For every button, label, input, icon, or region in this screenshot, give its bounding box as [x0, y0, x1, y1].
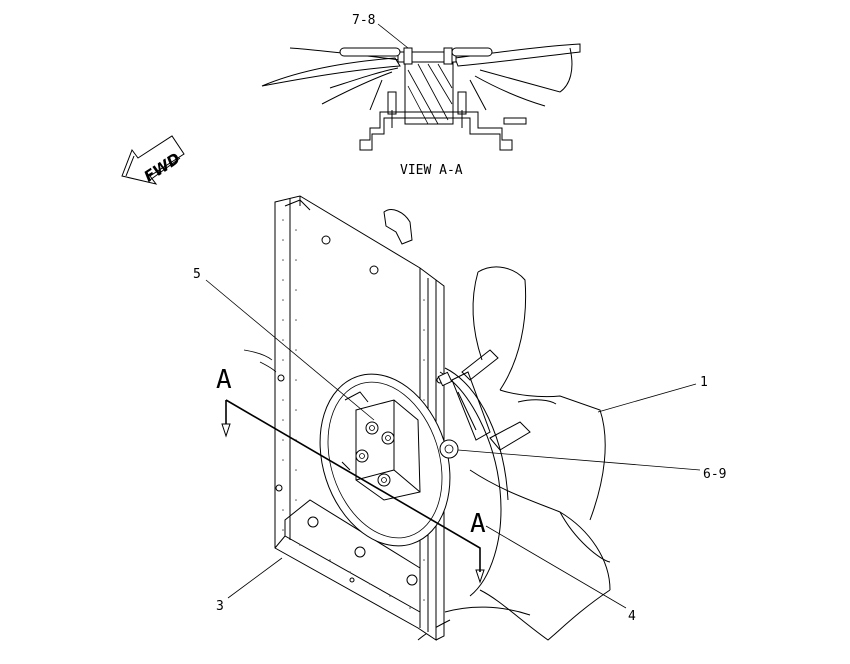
callout-7-8: 7-8 — [352, 13, 375, 28]
fwd-arrow-icon: FWD — [121, 135, 185, 186]
fan-blades — [417, 266, 611, 641]
callout-5: 5 — [193, 267, 201, 282]
callout-3: 3 — [216, 599, 224, 614]
callout-leaders — [205, 279, 701, 609]
view-title: VIEW A-A — [400, 163, 463, 178]
callout-1: 1 — [700, 375, 708, 390]
section-mark-left: A — [216, 365, 232, 395]
callout-6-9: 6-9 — [703, 467, 726, 482]
fwd-label: FWD — [141, 149, 184, 185]
fan-hub-assembly — [319, 367, 509, 597]
section-view-a-a — [261, 23, 581, 151]
section-mark-right: A — [470, 509, 486, 539]
panel-hole-pattern — [282, 219, 425, 609]
callout-4: 4 — [628, 609, 636, 624]
section-cut-line: A A — [216, 365, 486, 584]
